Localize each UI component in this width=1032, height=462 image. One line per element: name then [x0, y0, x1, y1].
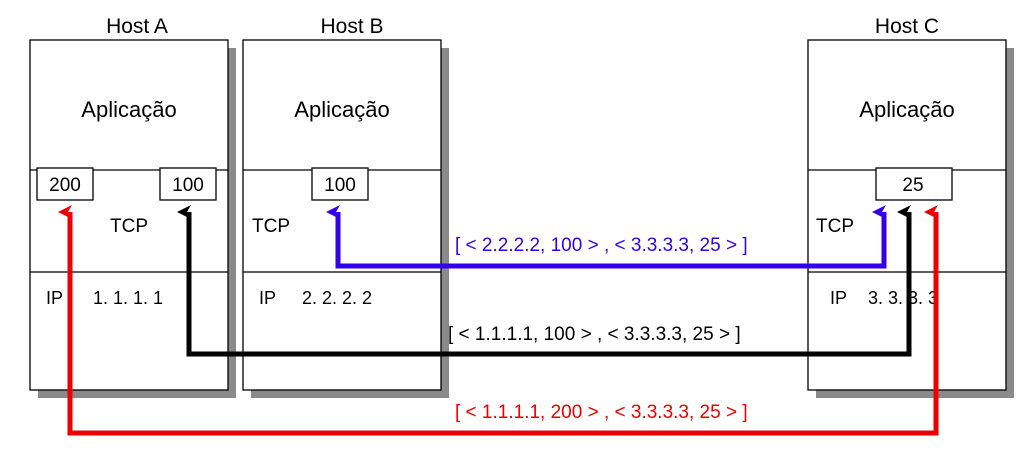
host-a-box [29, 39, 229, 391]
host-b-tcp-label: TCP [252, 216, 290, 237]
host-c-ip-address: 3. 3. 3. 3 [868, 288, 938, 308]
host-a-ip-label: IP [46, 288, 63, 308]
host-b-port-100 [311, 167, 369, 201]
connection-red-line [58, 205, 939, 436]
host-a-port-100 [159, 167, 217, 201]
host-a-title: Host A [106, 15, 168, 38]
host-c-ip-label: IP [830, 288, 847, 308]
connection-blue-line [326, 205, 887, 269]
host-b-box [242, 39, 442, 391]
connection-blue-label: [ < 2.2.2.2, 100 > , < 3.3.3.3, 25 > ] [455, 235, 748, 256]
host-c-port-25 [875, 167, 953, 201]
host-a: Host A Aplicação TCP IP 1. 1. 1. 1 200 1… [29, 15, 236, 398]
host-b-port-100-label: 100 [324, 175, 356, 196]
host-b-app-label: Aplicação [294, 97, 389, 122]
host-c-app-label: Aplicação [859, 97, 954, 122]
connection-black-line [177, 205, 912, 357]
host-a-port-100-label: 100 [172, 175, 204, 196]
host-c-tcp-label: TCP [816, 216, 854, 237]
host-c-title: Host C [875, 15, 939, 38]
host-a-app-label: Aplicação [81, 97, 176, 122]
host-a-port-200 [36, 167, 94, 201]
host-c-port-25-label: 25 [902, 175, 923, 196]
connection-black-label: [ < 1.1.1.1, 100 > , < 3.3.3.3, 25 > ] [448, 324, 741, 345]
host-a-tcp-label: TCP [110, 216, 148, 237]
host-b-title: Host B [320, 15, 383, 38]
host-b-ip-address: 2. 2. 2. 2 [302, 288, 372, 308]
host-a-port-200-label: 200 [49, 175, 81, 196]
host-b-ip-label: IP [259, 288, 276, 308]
host-a-ip-address: 1. 1. 1. 1 [93, 288, 163, 308]
host-b: Host B Aplicação TCP IP 2. 2. 2. 2 100 [242, 15, 449, 398]
connection-red-label: [ < 1.1.1.1, 200 > , < 3.3.3.3, 25 > ] [455, 402, 748, 423]
